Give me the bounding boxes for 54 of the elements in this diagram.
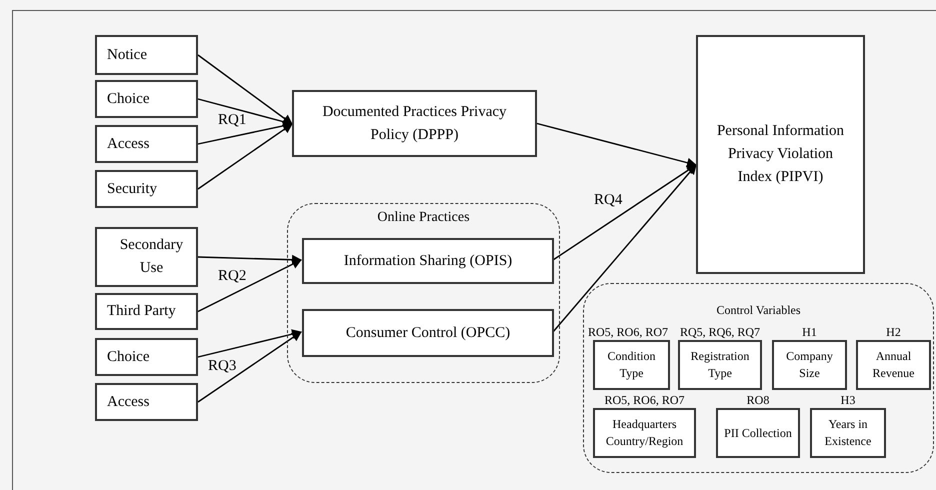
dashed-group [583, 283, 934, 473]
hypothesis-tag: RO5, RO6, RO7 [586, 324, 670, 340]
arrow [198, 123, 293, 190]
concept-text: Consumer Control (OPCC) [346, 324, 510, 342]
concept-text: Security [107, 180, 157, 198]
concept-box [95, 170, 198, 208]
concept-text: Third Party [107, 302, 176, 321]
concept-box [292, 90, 537, 157]
variable-box: PII Collection [716, 408, 800, 458]
hypothesis-tag: RO5, RO6, RO7 [593, 392, 696, 408]
concept-box [95, 125, 198, 163]
concept-box [95, 293, 198, 330]
research-question-label: RQ2 [218, 267, 246, 286]
concept-box [302, 309, 554, 357]
concept-text: Secondary Use [118, 236, 184, 278]
variable-box: Registration Type [678, 340, 762, 390]
arrow [552, 164, 697, 332]
variable-box: Years in Existence [810, 408, 886, 458]
concept-text: Choice [107, 90, 150, 108]
hypothesis-tag: H2 [856, 324, 931, 340]
variable-box: Condition Type [593, 340, 670, 390]
variable-box: Annual Revenue [856, 340, 931, 390]
concept-text: Personal Information Privacy Violation Index (PIPVI) [716, 122, 846, 187]
arrow [536, 122, 697, 168]
concept-box [95, 338, 198, 376]
hypothesis-tag: H3 [810, 392, 886, 408]
arrow [198, 259, 302, 312]
concept-box [95, 227, 198, 287]
concept-box [95, 383, 198, 421]
arrow [198, 54, 293, 125]
concept-text: Information Sharing (OPIS) [344, 252, 512, 270]
variable-box: Headquarters Country/Region [593, 408, 696, 458]
concept-box [302, 238, 554, 284]
research-question-label: RQ4 [594, 191, 622, 210]
concept-text: Documented Practices Privacy Policy (DPPP) [321, 102, 508, 144]
concept-box [95, 35, 198, 75]
hypothesis-tag: RQ5, RQ6, RQ7 [678, 324, 762, 340]
variable-box: Company Size [772, 340, 847, 390]
hypothesis-tag: RO8 [716, 392, 800, 408]
concept-box [696, 35, 865, 274]
concept-text: Notice [107, 46, 147, 64]
research-question-label: RQ3 [208, 357, 236, 376]
group-title: Control Variables [715, 302, 802, 318]
concept-text: Access [107, 392, 150, 412]
arrow [198, 329, 302, 358]
research-question-label: RQ1 [218, 111, 246, 130]
concept-text: Access [107, 134, 150, 154]
concept-text: Choice [107, 348, 150, 366]
dashed-group [287, 203, 560, 383]
arrow [198, 254, 302, 265]
arrow [198, 331, 302, 403]
group-title: Online Practices [376, 210, 471, 226]
concept-box [95, 80, 198, 118]
hypothesis-tag: H1 [772, 324, 847, 340]
